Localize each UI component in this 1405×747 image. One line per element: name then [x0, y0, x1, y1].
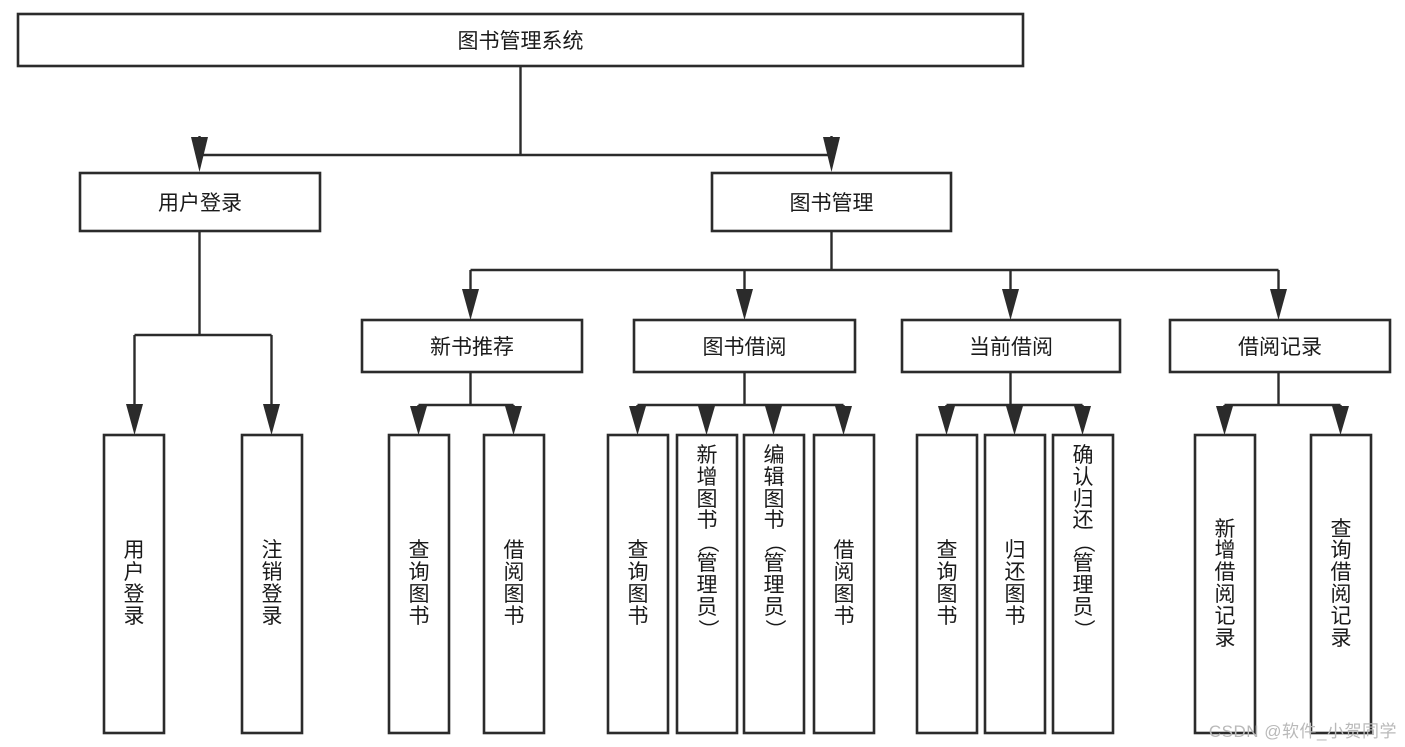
- node-leaf-query-book-1[interactable]: [387, 433, 451, 735]
- node-current-borrow[interactable]: [900, 318, 1122, 374]
- arrowhead-leaf-borrow-book-1: [505, 406, 522, 435]
- node-user-login[interactable]: [78, 171, 322, 233]
- node-leaf-return-book[interactable]: [983, 433, 1047, 735]
- node-leaf-add-borrow-record[interactable]: [1193, 433, 1257, 735]
- node-book-management[interactable]: [710, 171, 953, 233]
- arrowhead-leaf-query-book-3: [938, 406, 955, 435]
- node-new-book-recommend[interactable]: [360, 318, 584, 374]
- arrowhead-leaf-confirm-return: [1074, 406, 1091, 435]
- arrowhead-book-management: [823, 137, 840, 172]
- node-leaf-query-book-2[interactable]: [606, 433, 670, 735]
- edge-layer: [126, 66, 1349, 435]
- arrowhead-current-borrow: [1002, 289, 1019, 320]
- node-root[interactable]: [16, 12, 1025, 68]
- node-leaf-user-logout[interactable]: [240, 433, 304, 735]
- arrowhead-leaf-query-book-2: [629, 406, 646, 435]
- node-leaf-add-book[interactable]: [675, 433, 739, 735]
- arrowhead-borrow-record: [1270, 289, 1287, 320]
- arrowhead-leaf-user-logout: [263, 404, 280, 435]
- node-leaf-borrow-book-1[interactable]: [482, 433, 546, 735]
- arrowhead-leaf-return-book: [1006, 406, 1023, 435]
- arrowhead-leaf-add-book: [698, 406, 715, 435]
- node-borrow-record[interactable]: [1168, 318, 1392, 374]
- arrowhead-leaf-query-book-1: [410, 406, 427, 435]
- node-leaf-edit-book[interactable]: [742, 433, 806, 735]
- node-leaf-query-book-3[interactable]: [915, 433, 979, 735]
- csdn-watermark: CSDN @软件_小贺同学: [1208, 722, 1397, 741]
- node-leaf-confirm-return[interactable]: [1051, 433, 1115, 735]
- arrowhead-leaf-query-borrow-record: [1332, 406, 1349, 435]
- arrowhead-user-login: [191, 137, 208, 172]
- node-book-borrow[interactable]: [632, 318, 857, 374]
- arrowhead-new-book-recommend: [462, 289, 479, 320]
- node-layer: [16, 12, 1392, 735]
- arrowhead-leaf-add-borrow-record: [1216, 406, 1233, 435]
- node-leaf-user-login[interactable]: [102, 433, 166, 735]
- node-leaf-query-borrow-record[interactable]: [1309, 433, 1373, 735]
- arrowhead-leaf-edit-book: [765, 406, 782, 435]
- arrowhead-book-borrow: [736, 289, 753, 320]
- node-leaf-borrow-book-2[interactable]: [812, 433, 876, 735]
- arrowhead-leaf-borrow-book-2: [835, 406, 852, 435]
- arrowhead-leaf-user-login: [126, 404, 143, 435]
